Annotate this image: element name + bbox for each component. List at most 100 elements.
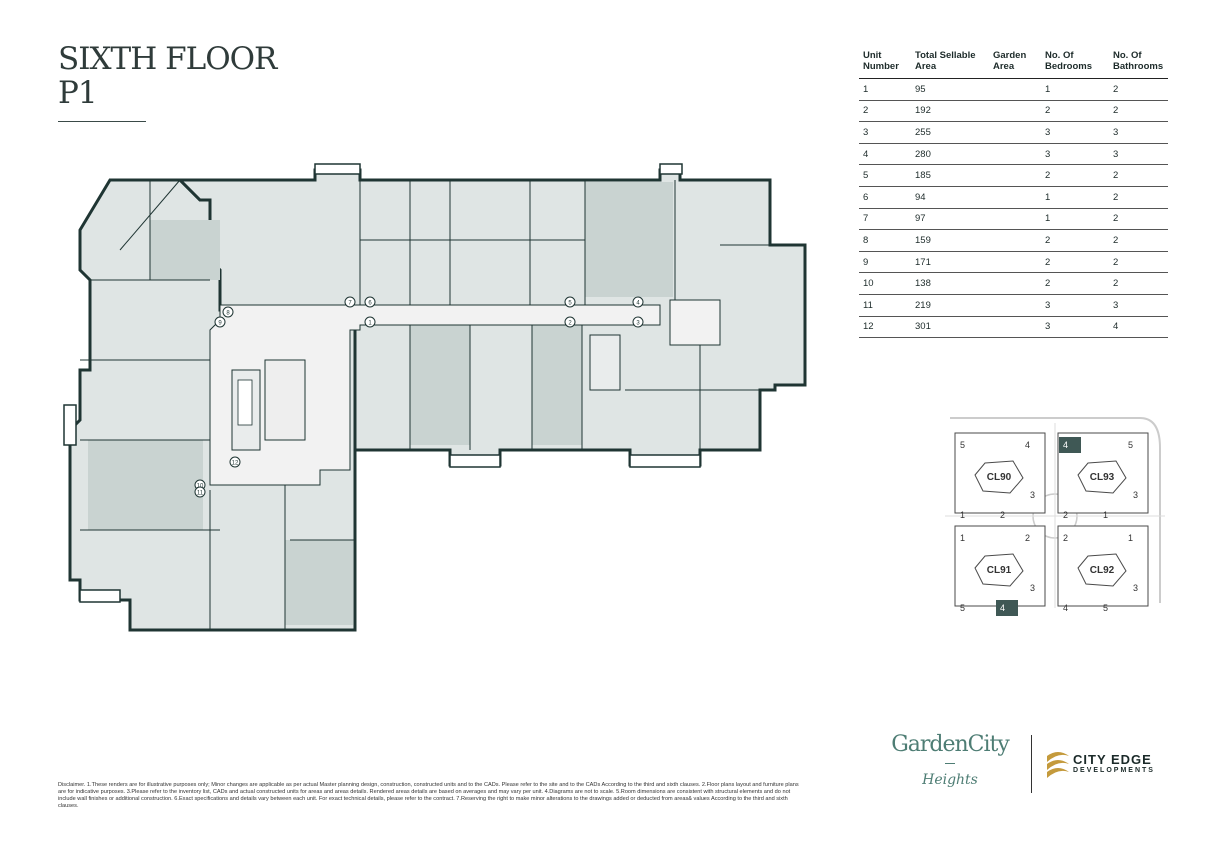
key-map-unit-label: 4 bbox=[1025, 440, 1030, 450]
title-underline bbox=[58, 121, 146, 122]
unit-marker-circle bbox=[194, 486, 206, 498]
unit-marker-4: 4 bbox=[632, 296, 644, 308]
key-map-unit-label: 4 bbox=[1000, 603, 1005, 613]
unit-marker-6: 6 bbox=[364, 296, 376, 308]
table-cell: 2 bbox=[1109, 272, 1168, 295]
table-cell: 9 bbox=[859, 251, 911, 274]
table-cell bbox=[989, 164, 1041, 187]
table-cell: 2 bbox=[1041, 272, 1109, 295]
unit-patch-d bbox=[88, 440, 203, 530]
table-cell bbox=[989, 208, 1041, 231]
table-cell: 3 bbox=[1041, 143, 1109, 166]
unit-marker-circle bbox=[564, 316, 576, 328]
unit-marker-label: 11 bbox=[197, 491, 204, 497]
key-map-unit-label: 2 bbox=[1025, 533, 1030, 543]
unit-marker-8: 8 bbox=[222, 306, 234, 318]
key-map-unit-label: 1 bbox=[1103, 510, 1108, 520]
key-map-highlight bbox=[996, 600, 1018, 616]
key-map-unit-label: 1 bbox=[960, 510, 965, 520]
unit-marker-label: 7 bbox=[348, 301, 352, 307]
unit-patch-f bbox=[285, 540, 353, 625]
title-line-1: SIXTH FLOOR bbox=[58, 41, 277, 77]
table-cell: 3 bbox=[1041, 294, 1109, 317]
table-header-row: Unit Number Total Sellable Area Garden A… bbox=[859, 50, 1168, 79]
table-cell bbox=[989, 229, 1041, 252]
key-map-unit-label: 3 bbox=[1133, 490, 1138, 500]
gardencity-name: GardenCity bbox=[891, 732, 1010, 757]
table-cell bbox=[989, 272, 1041, 295]
unit-table: Unit Number Total Sellable Area Garden A… bbox=[859, 50, 1168, 339]
cityedge-text: CITY EDGE DEVELOPMENTS bbox=[1073, 752, 1155, 774]
unit-marker-label: 5 bbox=[568, 301, 572, 307]
header-bathrooms: No. Of Bathrooms bbox=[1109, 50, 1168, 79]
key-map-block-name: CL91 bbox=[987, 565, 1012, 576]
cityedge-name: CITY EDGE bbox=[1073, 752, 1152, 767]
table-cell: 192 bbox=[911, 100, 989, 123]
floor-plan: 123456789101112 bbox=[63, 163, 807, 632]
key-map-unit-label: 1 bbox=[960, 533, 965, 543]
main-corridor bbox=[209, 304, 661, 486]
table-cell: 6 bbox=[859, 186, 911, 209]
bay-windows bbox=[63, 163, 701, 603]
table-cell: 2 bbox=[1109, 208, 1168, 231]
key-map-unit-label: 1 bbox=[1128, 533, 1133, 543]
table-cell bbox=[989, 100, 1041, 123]
unit-marker-label: 2 bbox=[568, 321, 572, 327]
table-cell: 2 bbox=[1041, 100, 1109, 123]
table-cell bbox=[989, 251, 1041, 274]
key-map-unit-label: 5 bbox=[1103, 603, 1108, 613]
table-cell: 2 bbox=[1109, 100, 1168, 123]
table-cell bbox=[989, 143, 1041, 166]
table-cell bbox=[989, 121, 1041, 144]
unit-marker-2: 2 bbox=[564, 316, 576, 328]
key-map-road bbox=[950, 417, 1161, 603]
table-cell: 1 bbox=[859, 78, 911, 101]
gardencity-dash bbox=[945, 763, 955, 764]
unit-patch-c bbox=[410, 325, 470, 445]
unit-marker-circle bbox=[632, 316, 644, 328]
header-sellable-area: Total Sellable Area bbox=[911, 50, 989, 79]
key-map-block-core bbox=[974, 553, 1024, 587]
table-cell: 3 bbox=[1109, 294, 1168, 317]
table-cell: 185 bbox=[911, 164, 989, 187]
table-cell bbox=[989, 294, 1041, 317]
table-cell: 219 bbox=[911, 294, 989, 317]
unit-marker-circle bbox=[364, 296, 376, 308]
cityedge-mark-icon bbox=[1047, 752, 1069, 778]
unit-patch-e bbox=[150, 220, 220, 280]
table-cell bbox=[989, 316, 1041, 339]
table-cell: 2 bbox=[1109, 78, 1168, 101]
stair-inner-left bbox=[237, 379, 253, 426]
table-cell: 95 bbox=[911, 78, 989, 101]
key-map-block-core bbox=[1077, 553, 1127, 587]
key-map-block-name: CL90 bbox=[987, 472, 1012, 483]
table-cell: 3 bbox=[1109, 121, 1168, 144]
table-cell: 3 bbox=[1041, 121, 1109, 144]
table-cell: 8 bbox=[859, 229, 911, 252]
unit-marker-label: 1 bbox=[368, 321, 372, 327]
key-map-unit-label: 5 bbox=[1128, 440, 1133, 450]
table-cell: 7 bbox=[859, 208, 911, 231]
unit-marker-label: 9 bbox=[218, 321, 222, 327]
unit-marker-label: 3 bbox=[636, 321, 640, 327]
unit-marker-label: 8 bbox=[226, 311, 230, 317]
page-title: SIXTH FLOOR P1 bbox=[58, 41, 277, 110]
table-cell: 2 bbox=[1041, 251, 1109, 274]
logo-divider bbox=[1031, 735, 1032, 793]
key-map-unit-label: 4 bbox=[1063, 603, 1068, 613]
table-cell: 1 bbox=[1041, 208, 1109, 231]
table-cell: 2 bbox=[1041, 229, 1109, 252]
